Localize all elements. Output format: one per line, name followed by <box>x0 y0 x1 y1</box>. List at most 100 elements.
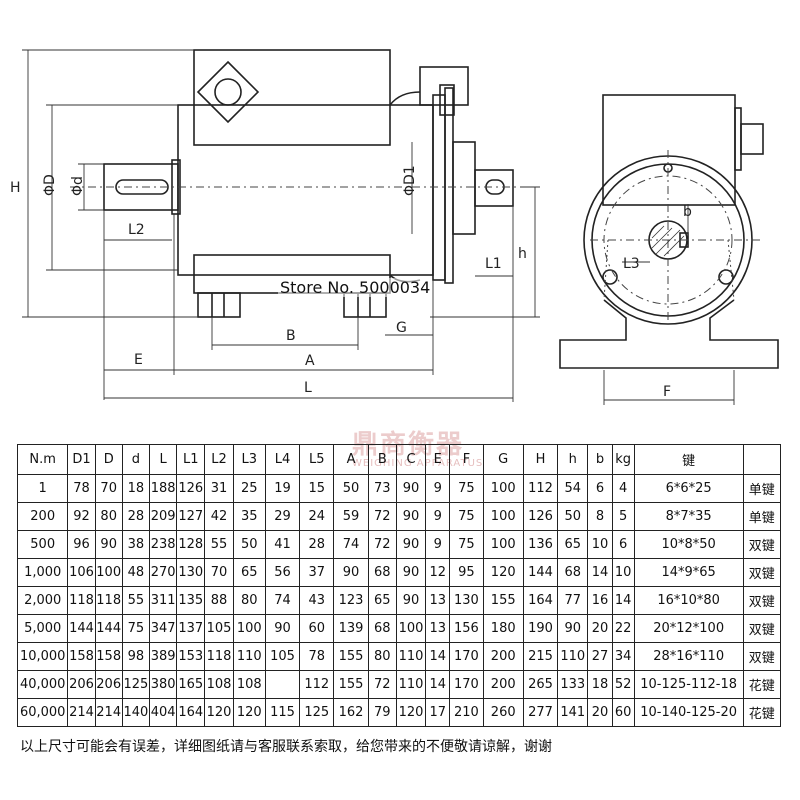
table-cell: 162 <box>333 698 369 727</box>
column-header: h <box>557 444 589 475</box>
table-cell: 100 <box>395 614 427 643</box>
table-cell: 6 <box>611 530 635 559</box>
table-cell: 9 <box>425 502 451 531</box>
disclaimer-note: 以上尺寸可能会有误差，详细图纸请与客服联系索取，给您带来的不便敬请谅解，谢谢 <box>20 739 552 755</box>
label-L2: L2 <box>128 222 145 238</box>
table-cell: 10 <box>611 558 635 587</box>
table-cell: 31 <box>204 474 234 503</box>
table-cell: 100 <box>482 530 524 559</box>
table-cell: 108 <box>204 670 234 699</box>
table-cell: 18 <box>121 474 151 503</box>
table-cell: 17 <box>425 698 451 727</box>
table-cell: 24 <box>299 502 335 531</box>
table-cell: 55 <box>121 586 151 615</box>
table-cell: 90 <box>395 502 427 531</box>
column-header: d <box>121 444 151 475</box>
foot-left <box>197 292 241 318</box>
table-cell: 5,000 <box>16 614 69 643</box>
column-header: B <box>367 444 397 475</box>
table-cell: 90 <box>94 530 123 559</box>
table-cell: 16 <box>587 586 613 615</box>
table-cell: 60,000 <box>16 698 69 727</box>
table-cell: 105 <box>264 642 301 671</box>
table-cell: 75 <box>121 614 151 643</box>
table-cell: 214 <box>94 698 123 727</box>
table-cell: 139 <box>333 614 369 643</box>
table-cell: 130 <box>449 586 484 615</box>
table-cell: 双键 <box>742 614 782 643</box>
table-cell: 260 <box>482 698 524 727</box>
table-cell: 72 <box>367 530 397 559</box>
table-cell: 110 <box>395 670 427 699</box>
column-header: b <box>587 444 613 475</box>
table-cell: 双键 <box>742 586 782 615</box>
table-cell: 136 <box>522 530 559 559</box>
column-header: D1 <box>67 444 96 475</box>
table-cell: 126 <box>522 502 559 531</box>
table-cell: 144 <box>67 614 96 643</box>
table-cell: 206 <box>94 670 123 699</box>
table-cell: 112 <box>299 670 335 699</box>
table-cell: 8 <box>587 502 613 531</box>
label-A: A <box>305 353 315 369</box>
table-cell: 13 <box>425 614 451 643</box>
column-header: E <box>425 444 451 475</box>
table-cell: 389 <box>148 642 178 671</box>
table-cell: 120 <box>395 698 427 727</box>
table-cell: 128 <box>176 530 206 559</box>
table-cell: 78 <box>67 474 96 503</box>
table-cell: 15 <box>299 474 335 503</box>
table-cell: 108 <box>232 670 266 699</box>
table-cell <box>264 670 301 699</box>
table-cell: 25 <box>232 474 266 503</box>
table-cell: 141 <box>557 698 589 727</box>
column-header: F <box>449 444 484 475</box>
table-cell: 311 <box>148 586 178 615</box>
table-cell: 100 <box>482 474 524 503</box>
table-cell: 210 <box>449 698 484 727</box>
table-cell: 54 <box>557 474 589 503</box>
table-cell: 118 <box>67 586 96 615</box>
table-cell: 135 <box>176 586 206 615</box>
table-cell: 120 <box>482 558 524 587</box>
table-cell: 4 <box>611 474 635 503</box>
table-cell: 200 <box>16 502 69 531</box>
table-cell: 156 <box>449 614 484 643</box>
table-cell: 209 <box>148 502 178 531</box>
table-cell: 29 <box>264 502 301 531</box>
table-cell: 90 <box>557 614 589 643</box>
table-cell: 90 <box>333 558 369 587</box>
sensor-block <box>419 66 469 106</box>
table-cell: 118 <box>94 586 123 615</box>
table-cell: 110 <box>232 642 266 671</box>
table-cell: 双键 <box>742 642 782 671</box>
column-header: G <box>482 444 524 475</box>
table-cell: 68 <box>367 614 397 643</box>
table-cell: 238 <box>148 530 178 559</box>
table-cell: 10-140-125-20 <box>633 698 744 727</box>
table-cell: 180 <box>482 614 524 643</box>
table-cell: 170 <box>449 642 484 671</box>
table-cell: 137 <box>176 614 206 643</box>
column-header: kg <box>611 444 635 475</box>
table-cell: 20 <box>587 698 613 727</box>
table-cell: 115 <box>264 698 301 727</box>
table-cell: 90 <box>395 586 427 615</box>
table-cell: 123 <box>333 586 369 615</box>
label-phiD: ΦD <box>42 174 58 196</box>
column-header: L4 <box>264 444 301 475</box>
table-cell: 80 <box>367 642 397 671</box>
table-cell: 164 <box>176 698 206 727</box>
column-header: L3 <box>232 444 266 475</box>
table-cell: 35 <box>232 502 266 531</box>
table-cell: 72 <box>367 670 397 699</box>
table-cell: 90 <box>395 530 427 559</box>
table-cell: 10-125-112-18 <box>633 670 744 699</box>
table-cell: 120 <box>232 698 266 727</box>
table-cell: 214 <box>67 698 96 727</box>
table-cell: 38 <box>121 530 151 559</box>
label-L3: L3 <box>623 256 640 272</box>
